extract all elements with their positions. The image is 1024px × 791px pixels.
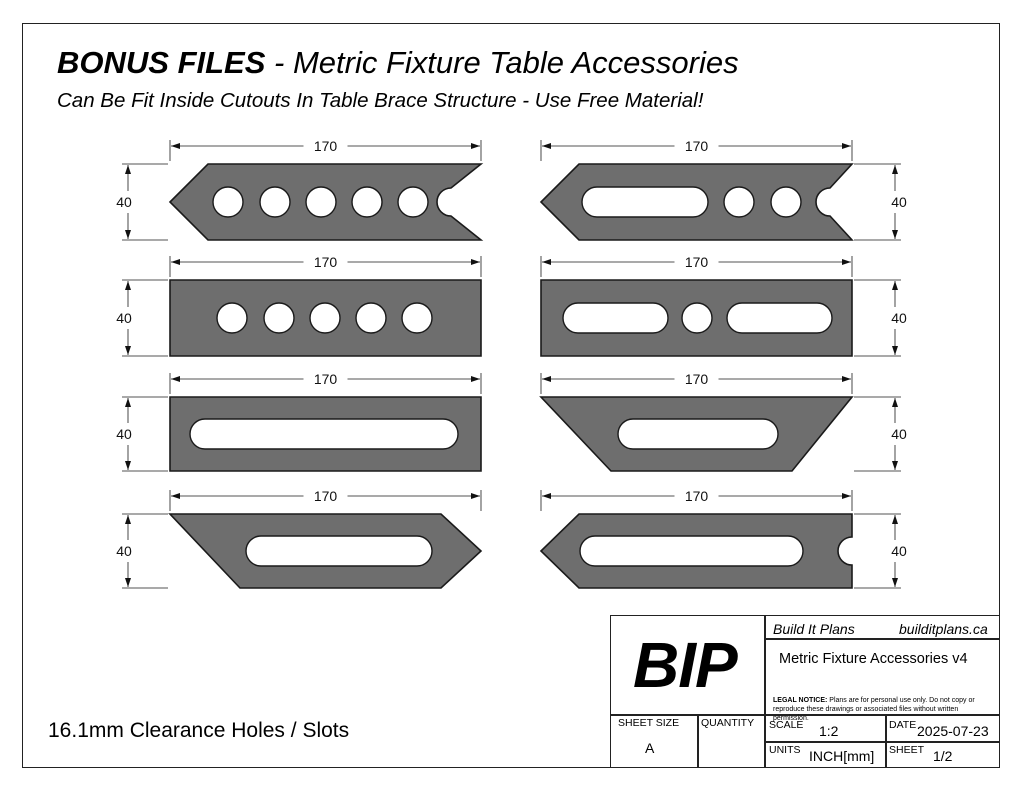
clearance-hole [263, 302, 295, 334]
tb-divider [764, 741, 1000, 743]
tb-divider [764, 714, 1000, 716]
height-dimension-label: 40 [116, 543, 132, 559]
part-right-4 [539, 513, 853, 589]
clearance-hole [401, 302, 433, 334]
clearance-slot [581, 186, 709, 218]
clearance-hole [216, 302, 248, 334]
drawing-title: BONUS FILES - Metric Fixture Table Acces… [57, 44, 739, 82]
title-rest: - Metric Fixture Table Accessories [265, 45, 739, 80]
company-website: builditplans.ca [899, 621, 988, 637]
dimension-left-1: 170 40 [116, 138, 482, 241]
dimension-left-3: 170 40 [116, 371, 482, 472]
legal-heading: LEGAL NOTICE: [773, 697, 828, 704]
title-block: BIP Build It Plans builditplans.ca Metri… [610, 615, 1000, 768]
height-dimension-label: 40 [116, 194, 132, 210]
quantity-label: QUANTITY [701, 717, 755, 729]
date-label: DATE [889, 719, 917, 731]
dimension-right-3: 170 40 [540, 371, 907, 472]
width-dimension-label: 170 [314, 138, 338, 154]
dimension-right-1: 170 40 [540, 138, 907, 241]
clearance-hole [723, 186, 755, 218]
dimensions-layer: 170 40 170 40 170 40 170 40 170 40 170 40 170 40 170 40 [116, 138, 907, 589]
height-dimension-label: 40 [891, 194, 907, 210]
sheet-label: SHEET [889, 744, 925, 756]
sheet-size-label: SHEET SIZE [618, 717, 680, 729]
width-dimension-label: 170 [314, 371, 338, 387]
dimension-left-2: 170 40 [116, 254, 482, 357]
part-left-3 [169, 396, 482, 472]
width-dimension-label: 170 [685, 138, 709, 154]
height-dimension-label: 40 [891, 426, 907, 442]
width-dimension-label: 170 [314, 254, 338, 270]
part-right-2 [540, 279, 853, 357]
clearance-slot [189, 418, 459, 450]
dimension-right-4: 170 40 [540, 488, 907, 589]
part-left-2 [169, 279, 482, 357]
legal-notice: LEGAL NOTICE: Plans are for personal use… [773, 696, 993, 723]
part-left-1 [168, 163, 484, 241]
clearance-hole [309, 302, 341, 334]
units-value: INCH[mm] [809, 748, 875, 764]
width-dimension-label: 170 [314, 488, 338, 504]
drawing-subtitle: Can Be Fit Inside Cutouts In Table Brace… [57, 89, 704, 112]
clearance-hole [770, 186, 802, 218]
scale-value: 1:2 [819, 723, 839, 739]
tb-divider [697, 714, 699, 767]
date-value: 2025-07-23 [917, 723, 989, 739]
clearance-slot [726, 302, 833, 334]
clearance-hole [212, 186, 244, 218]
company-name: Build It Plans [773, 621, 855, 637]
clearance-slot [579, 535, 804, 567]
clearance-hole [351, 186, 383, 218]
height-dimension-label: 40 [891, 543, 907, 559]
clearance-slot [245, 535, 433, 567]
parts-layer [168, 163, 854, 589]
height-dimension-label: 40 [116, 426, 132, 442]
clearance-hole [259, 186, 291, 218]
drawing-name: Metric Fixture Accessories v4 [779, 651, 968, 667]
clearance-hole [397, 186, 429, 218]
title-bold: BONUS FILES [57, 45, 266, 80]
clearance-hole [305, 186, 337, 218]
clearance-note: 16.1mm Clearance Holes / Slots [48, 719, 350, 742]
clearance-slot [562, 302, 669, 334]
clearance-hole [681, 302, 713, 334]
height-dimension-label: 40 [891, 310, 907, 326]
tb-divider [764, 638, 1000, 640]
clearance-slot [617, 418, 779, 450]
bip-logo: BIP [633, 629, 738, 701]
clearance-hole [355, 302, 387, 334]
dimension-left-4: 170 40 [116, 488, 482, 589]
drawing-border [22, 23, 1000, 768]
tb-divider [885, 714, 887, 767]
tb-divider [611, 714, 764, 716]
scale-label: SCALE [769, 719, 804, 731]
units-label: UNITS [769, 744, 801, 756]
tb-divider [764, 616, 766, 767]
part-right-3 [539, 396, 854, 472]
height-dimension-label: 40 [116, 310, 132, 326]
part-right-1 [539, 163, 854, 241]
width-dimension-label: 170 [685, 254, 709, 270]
part-left-4 [168, 513, 483, 589]
width-dimension-label: 170 [685, 371, 709, 387]
dimension-right-2: 170 40 [540, 254, 907, 357]
sheet-size-value: A [645, 740, 655, 756]
sheet-value: 1/2 [933, 748, 953, 764]
legal-text: Plans are for personal use only. Do not … [773, 697, 975, 722]
width-dimension-label: 170 [685, 488, 709, 504]
